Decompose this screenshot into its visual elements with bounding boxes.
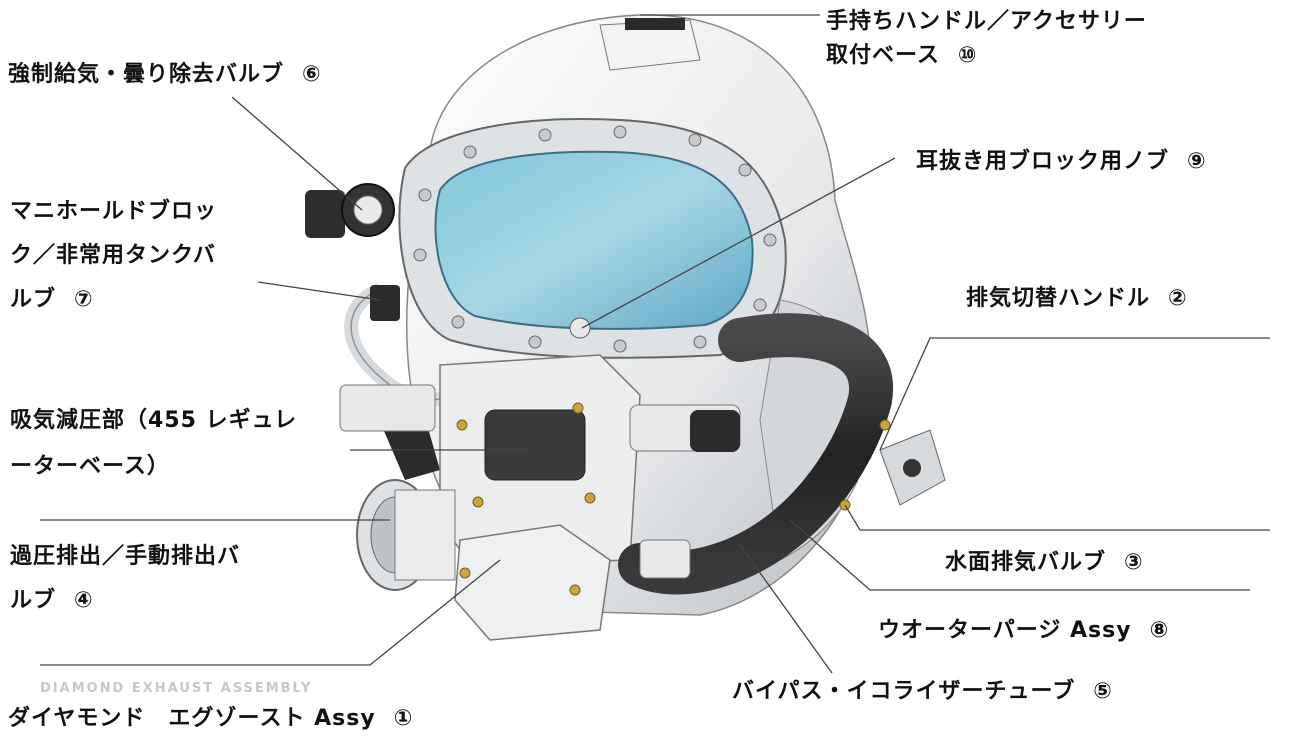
label-manifold: マニホールドブロッ ク／非常用タンクバ ルブ ⑦ [10, 190, 217, 322]
purge-knob [639, 539, 691, 579]
overpressure-valve [356, 479, 456, 591]
label-handle-line2: 取付ベース [826, 43, 940, 68]
label-overpressure-line2: ルブ [10, 588, 57, 613]
label-exhaust-switch-num: ② [1168, 286, 1188, 311]
label-nose-block: 耳抜き用ブロック用ノブ ⑨ [916, 145, 1207, 179]
label-overpressure: 過圧排出／手動排出バ ルブ ④ [10, 535, 240, 623]
leader-bypass-tube [739, 544, 833, 674]
label-water-purge-text: ウオーターパージ Assy [878, 618, 1132, 643]
label-regulator-line1: 吸気減圧部（455 レギュレ [10, 408, 298, 433]
leader-exhaust-switch [879, 337, 1270, 451]
label-surface-exhaust: 水面排気バルブ ③ [945, 546, 1144, 580]
label-manifold-line1: マニホールドブロッ [10, 199, 218, 224]
label-manifold-line2: ク／非常用タンクバ [10, 243, 216, 268]
label-exhaust-switch-text: 排気切替ハンドル [966, 286, 1151, 311]
diamond-exhaust [454, 524, 611, 641]
leader-surface-exhaust [844, 504, 1270, 531]
label-defog-num: ⑥ [302, 62, 322, 87]
leader-manifold [257, 281, 381, 301]
defog-knob [305, 183, 395, 238]
label-overpressure-num: ④ [74, 588, 94, 613]
label-overpressure-line1: 過圧排出／手動排出バ [10, 544, 241, 569]
label-bypass-tube: バイパス・イコライザーチューブ ⑤ [732, 675, 1113, 709]
label-handle: 手持ちハンドル／アクセサリー 取付ベース ⑩ [826, 5, 1147, 73]
label-diamond-exhaust: ダイヤモンド エグゾースト Assy ① [8, 702, 413, 736]
label-regulator-line2: ーターベース） [10, 454, 170, 479]
bypass-tube [618, 313, 894, 595]
label-regulator: 吸気減圧部（455 レギュレ ーターベース） [10, 398, 297, 490]
leader-lines [40, 14, 1270, 674]
leader-water-purge [789, 519, 1250, 591]
label-bypass-num: ⑤ [1093, 679, 1113, 704]
faceport-glass [434, 150, 754, 330]
label-water-purge-num: ⑧ [1149, 618, 1170, 643]
label-exhaust-switch: 排気切替ハンドル ② [966, 282, 1188, 316]
label-handle-line1: 手持ちハンドル／アクセサリー [826, 9, 1147, 34]
nose-knob [569, 317, 591, 339]
overlay-text: DIAMOND EXHAUST ASSEMBLY [40, 681, 312, 696]
label-diamond-text: ダイヤモンド エグゾースト Assy [8, 706, 376, 731]
label-nose-num: ⑨ [1187, 149, 1207, 174]
leader-nose-block [581, 157, 896, 329]
label-surface-exhaust-text: 水面排気バルブ [945, 550, 1107, 575]
label-defog-valve: 強制給気・曇り除去バルブ ⑥ [8, 58, 322, 92]
handle-grip [625, 18, 685, 30]
leader-diamond-exhaust [40, 559, 501, 666]
frame-bolts [413, 125, 777, 353]
label-defog-text: 強制給気・曇り除去バルブ [8, 62, 285, 87]
side-valve [339, 384, 741, 452]
label-manifold-num: ⑦ [74, 287, 94, 312]
label-surface-exhaust-num: ③ [1124, 550, 1144, 575]
label-manifold-line3: ルブ [10, 287, 57, 312]
label-nose-text: 耳抜き用ブロック用ノブ [916, 149, 1170, 174]
label-bypass-text: バイパス・イコライザーチューブ [732, 679, 1076, 704]
leader-defog [231, 96, 363, 211]
regulator-cover [484, 409, 586, 481]
label-handle-num: ⑩ [957, 43, 978, 68]
label-diamond-num: ① [393, 706, 414, 731]
manifold-fitting [370, 285, 400, 321]
label-water-purge: ウオーターパージ Assy ⑧ [878, 614, 1169, 648]
